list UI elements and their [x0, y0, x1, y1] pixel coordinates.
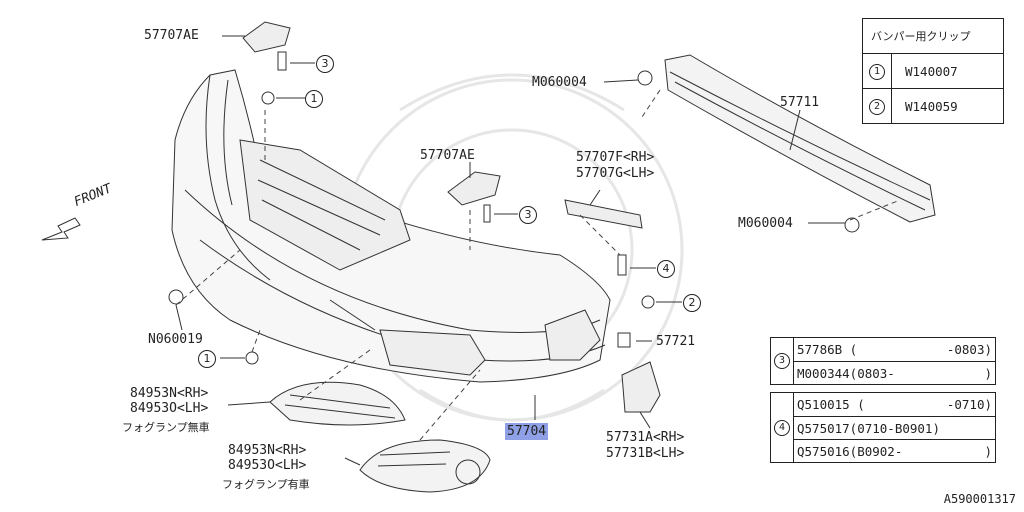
table-row: Q575017(0710-B0901): [794, 416, 995, 440]
label-57711: 57711: [780, 95, 820, 110]
label-57707G: 57707G<LH>: [576, 166, 655, 181]
label-57704-highlight: 57704: [505, 423, 549, 440]
bolt-3-mid: [483, 204, 491, 223]
table-range: ): [984, 444, 992, 459]
table-row: Q575016(B0902- ): [794, 439, 995, 463]
clip-part: W140007: [905, 64, 958, 79]
clip-1-lower: [245, 351, 259, 365]
clip-number: 1: [869, 63, 885, 80]
clip-table: バンパー用クリップ 1 W140007 2 W140059: [862, 18, 1004, 124]
table-row: Q510015 ( -0710): [794, 393, 995, 416]
callout-3-mid: 3: [519, 206, 537, 224]
clip-57721: [617, 332, 631, 348]
bracket-57707AE-top: [242, 21, 291, 53]
bolt-m060004-top: [637, 70, 653, 86]
label-fog-none: フォグランプ無車: [122, 421, 210, 434]
callout-2: 2: [683, 294, 701, 312]
label-84953O-a: 84953O<LH>: [130, 401, 209, 416]
clip-4: [617, 254, 627, 276]
bolt-m060004-bottom: [844, 217, 860, 233]
side-bracket-57731: [621, 361, 661, 413]
screw-n060019: [168, 289, 184, 305]
clip-number: 2: [869, 98, 885, 115]
label-m060004-bottom: M060004: [738, 216, 793, 231]
label-57707AE-mid: 57707AE: [420, 148, 475, 163]
label-fog-with: フォグランプ有車: [222, 478, 310, 491]
diagram-id: A590001317: [943, 492, 1016, 506]
label-57731A: 57731A<RH>: [606, 430, 685, 445]
label-84953N-a: 84953N<RH>: [130, 386, 209, 401]
callout-3-top: 3: [316, 55, 334, 73]
bracket-57707FG: [564, 199, 643, 229]
table-4: 4 Q510015 ( -0710) Q575017(0710-B0901) Q…: [770, 392, 996, 463]
clip-table-title: バンパー用クリップ: [871, 30, 971, 43]
clip-table-row: 2 W140059: [863, 88, 1003, 124]
table-part: 57786B (: [797, 342, 858, 357]
callout-4: 4: [657, 260, 675, 278]
table-row: M000344(0803- ): [794, 361, 995, 385]
fog-cover-with-lamp: [359, 439, 491, 493]
clip-2: [641, 295, 655, 309]
table-range: -0710): [946, 397, 992, 412]
table-part: Q575017(0710-B0901): [797, 421, 940, 436]
clip-part: W140059: [905, 99, 958, 114]
label-57707AE-top: 57707AE: [144, 28, 199, 43]
bolt-3-top: [277, 51, 287, 71]
label-57707F: 57707F<RH>: [576, 150, 655, 165]
table-range: -0803): [946, 342, 992, 357]
label-57721: 57721: [656, 334, 696, 349]
label-n060019: N060019: [148, 332, 203, 347]
clip-1-top: [261, 91, 275, 105]
label-84953N-b: 84953N<RH>: [228, 443, 307, 458]
upper-grille: [239, 139, 411, 271]
lower-intake-left: [379, 329, 486, 376]
table-4-number: 4: [774, 419, 790, 436]
table-part: M000344(0803-: [797, 366, 895, 381]
callout-1-lower: 1: [198, 350, 216, 368]
table-row: 57786B ( -0803): [794, 338, 995, 361]
table-3-number: 3: [774, 353, 790, 369]
table-range: ): [984, 366, 992, 381]
label-m060004-top: M060004: [532, 75, 587, 90]
label-84953O-b: 84953O<LH>: [228, 458, 307, 473]
front-arrow: [41, 217, 81, 241]
clip-table-row: 1 W140007: [863, 53, 1003, 89]
bracket-57707AE-mid: [447, 171, 501, 206]
table-part: Q575016(B0902-: [797, 444, 903, 459]
callout-1-top: 1: [305, 90, 323, 108]
label-57731B: 57731B<LH>: [606, 446, 685, 461]
table-3: 3 57786B ( -0803) M000344(0803- ): [770, 337, 996, 385]
fog-cover-without-lamp: [269, 381, 406, 426]
table-part: Q510015 (: [797, 397, 865, 412]
lower-intake-right: [544, 309, 601, 361]
label-57704: 57704: [505, 423, 549, 440]
